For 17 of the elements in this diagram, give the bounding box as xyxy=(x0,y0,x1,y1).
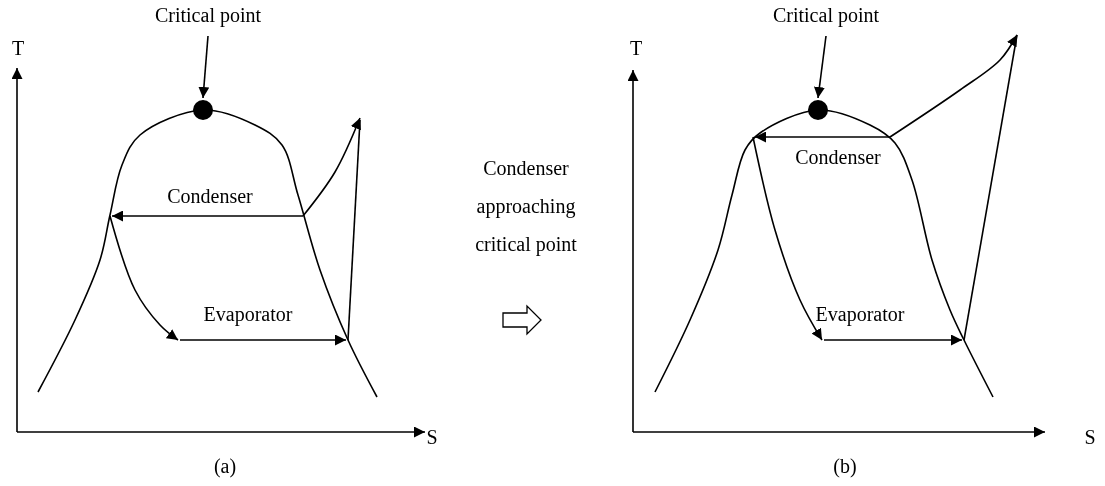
axis-label: S xyxy=(1084,426,1096,448)
axis-label: S xyxy=(426,426,438,448)
process-label: Condenser xyxy=(167,185,253,207)
callout-text: Critical point xyxy=(154,4,262,26)
process-label: Evaporator xyxy=(815,303,905,325)
critical-point-dot xyxy=(808,100,828,120)
callout-text: Critical point xyxy=(772,4,880,26)
axis-label: T xyxy=(629,37,643,59)
panel-label: (b) xyxy=(833,455,857,477)
axis-label: T xyxy=(11,37,25,59)
leader-arrow xyxy=(198,35,210,99)
process-label: Evaporator xyxy=(203,303,293,325)
panel-label: (a) xyxy=(213,455,237,477)
critical-point-dot xyxy=(193,100,213,120)
leader-arrow xyxy=(813,35,827,99)
process-label: Condenser xyxy=(795,146,881,168)
transition-note: Condenser approaching critical point xyxy=(474,156,578,258)
